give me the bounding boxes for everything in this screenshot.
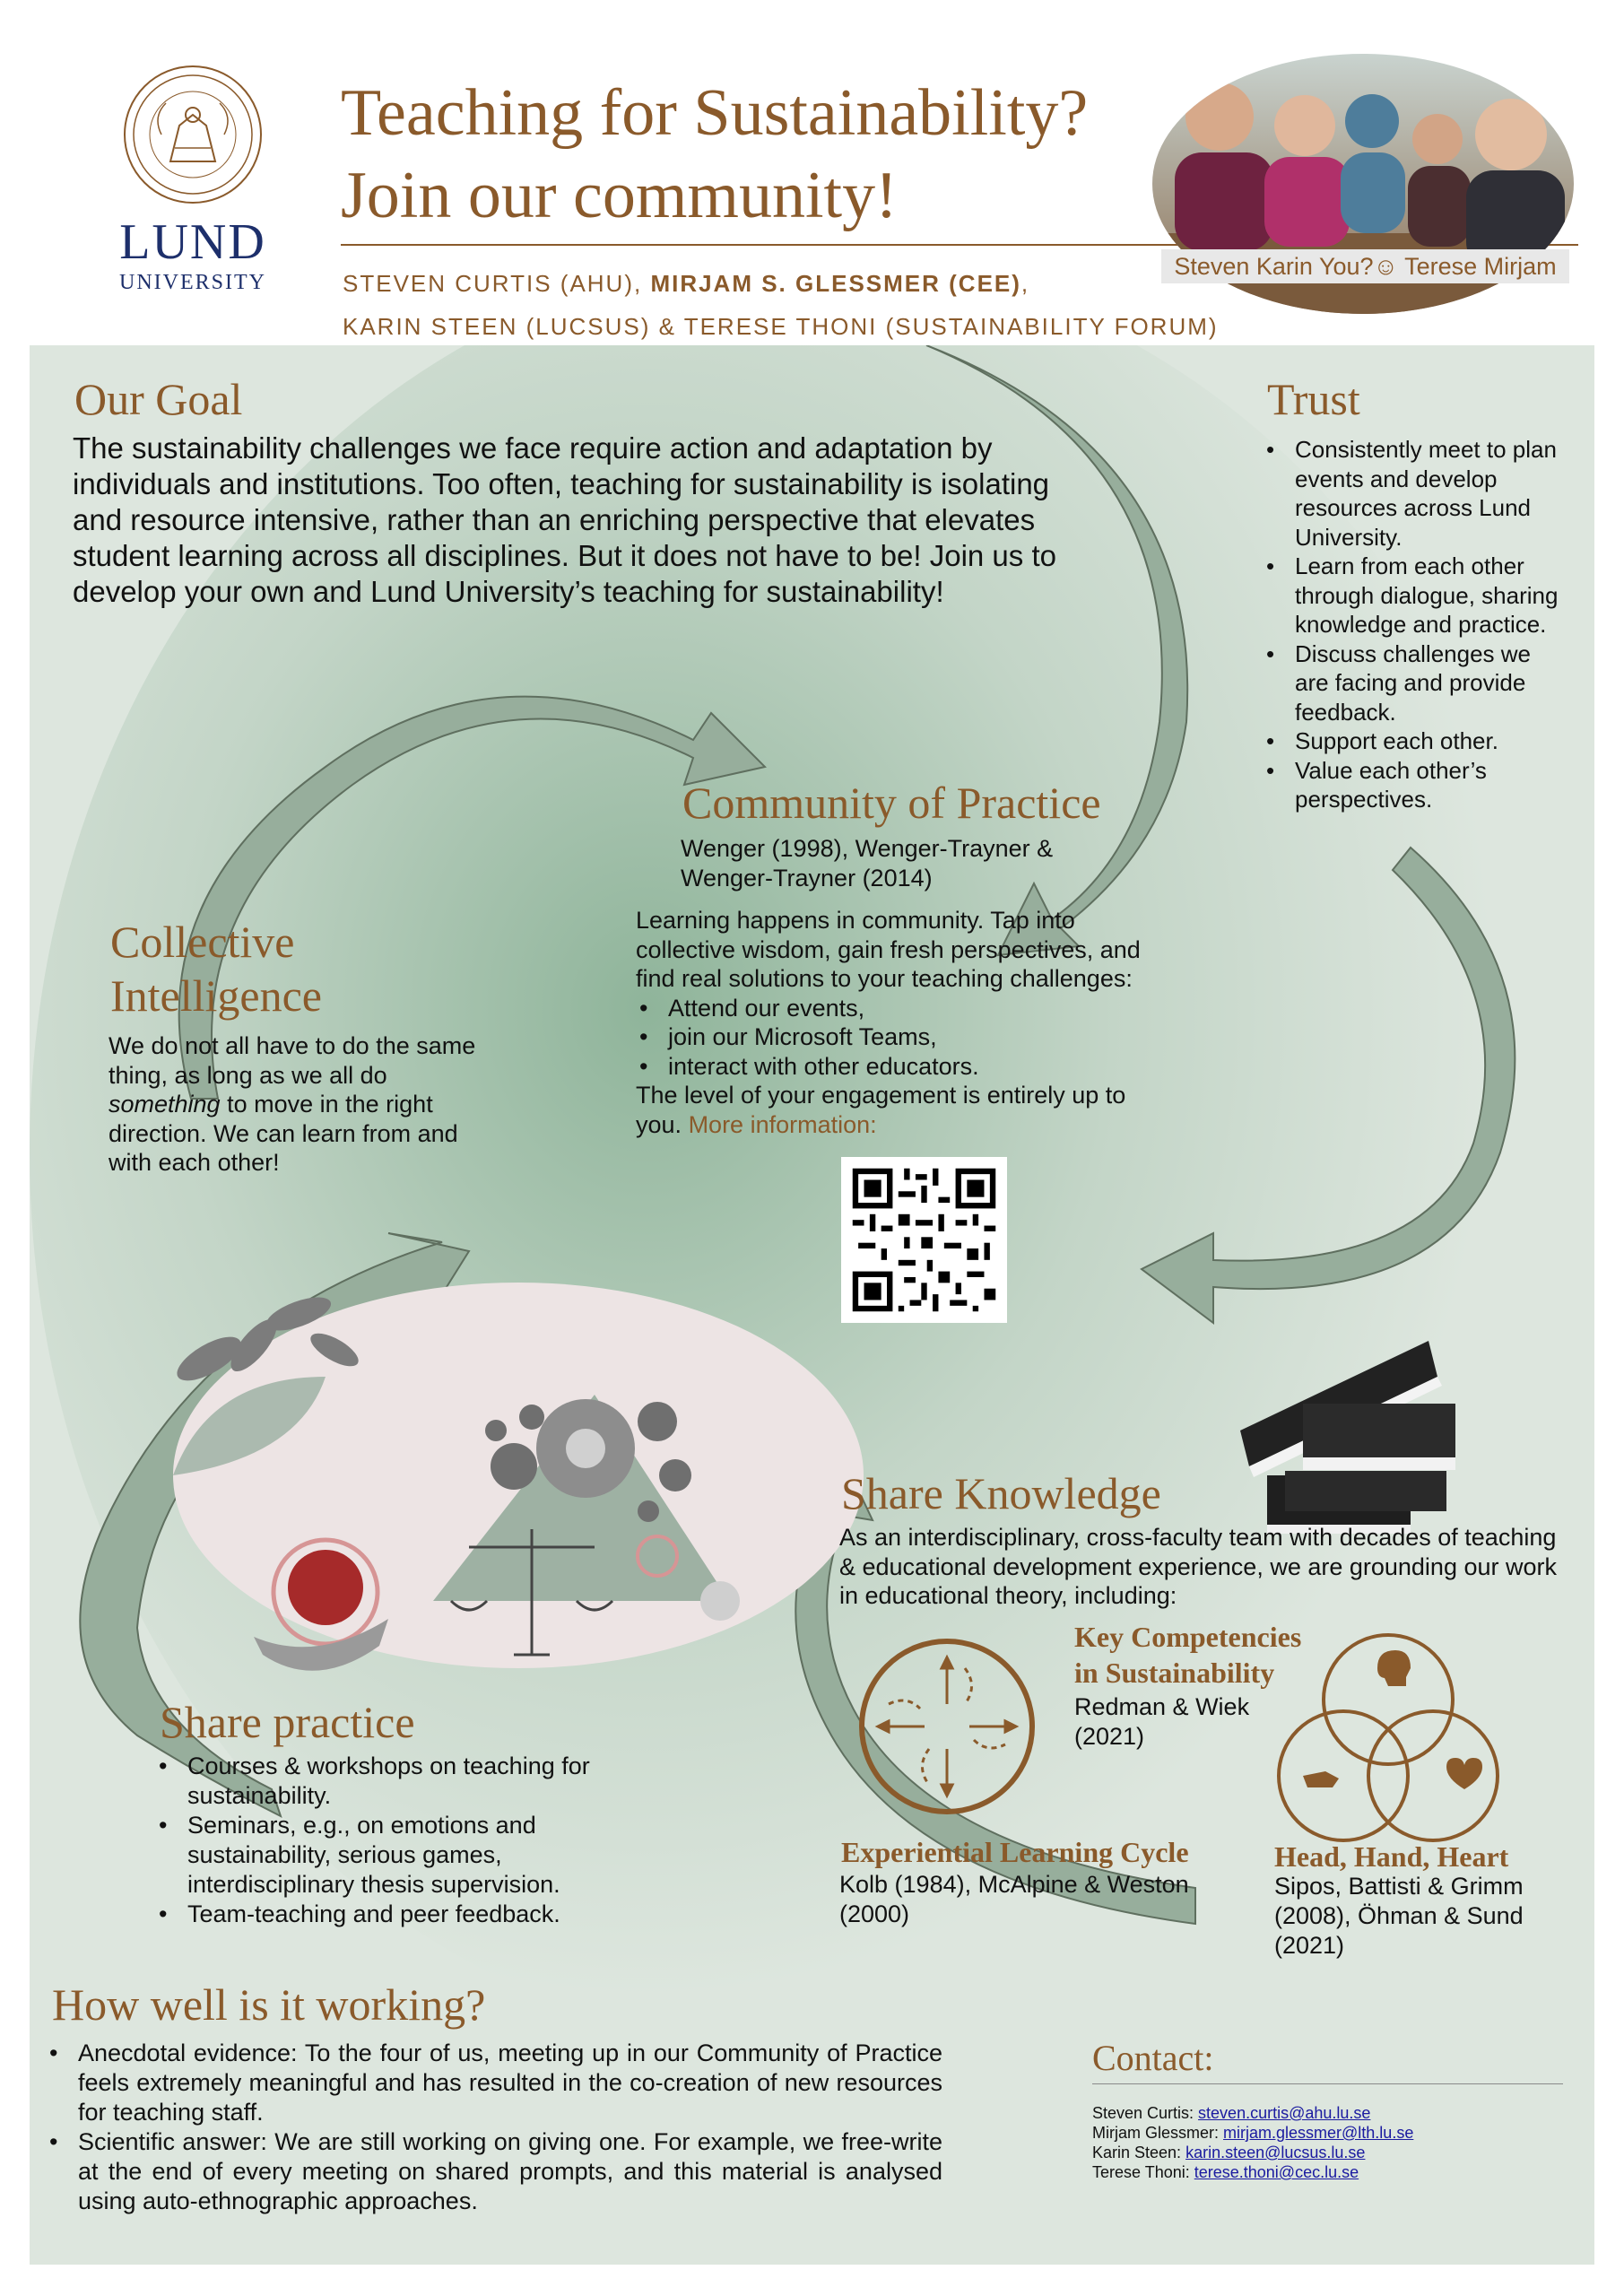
community-body: Learning happens in community. Tap into … bbox=[636, 906, 1174, 1139]
trust-item: Learn from each other through dialogue, … bbox=[1263, 552, 1568, 639]
community-item: join our Microsoft Teams, bbox=[636, 1022, 1174, 1052]
contact-row: Mirjam Glessmer: mirjam.glessmer@lth.lu.… bbox=[1092, 2123, 1576, 2143]
kcs-citation: Redman & Wiek (2021) bbox=[1074, 1693, 1250, 1750]
contact-name: Karin Steen: bbox=[1092, 2144, 1186, 2161]
trust-item: Value each other’s perspectives. bbox=[1263, 756, 1568, 814]
page-title: Teaching for Sustainability? Join our co… bbox=[341, 72, 1148, 237]
lund-university-logo: LUND UNIVERSITY bbox=[108, 63, 278, 305]
trust-heading: Trust bbox=[1267, 374, 1360, 424]
background-decoration bbox=[30, 345, 1572, 2049]
author-curtis: Steven Curtis (AHU), bbox=[343, 270, 651, 297]
qr-code[interactable] bbox=[841, 1157, 1007, 1323]
hhh-title: Head, Hand, Heart bbox=[1274, 1840, 1509, 1873]
community-list: Attend our events, join our Microsoft Te… bbox=[636, 994, 1174, 1082]
how-well-item: Anecdotal evidence: To the four of us, m… bbox=[46, 2039, 942, 2127]
share-practice-list: Courses & workshops on teaching for sust… bbox=[155, 1752, 657, 1929]
contact-name: Terese Thoni: bbox=[1092, 2163, 1194, 2181]
practice-item: Courses & workshops on teaching for sust… bbox=[155, 1752, 657, 1811]
share-practice-heading: Share practice bbox=[160, 1697, 415, 1747]
collective-text-emphasis: something bbox=[109, 1091, 221, 1118]
contact-name: Mirjam Glessmer: bbox=[1092, 2124, 1224, 2142]
community-item: interact with other educators. bbox=[636, 1052, 1174, 1082]
contact-email-link[interactable]: karin.steen@lucsus.lu.se bbox=[1185, 2144, 1366, 2161]
share-knowledge-heading: Share Knowledge bbox=[841, 1468, 1161, 1518]
community-item: Attend our events, bbox=[636, 994, 1174, 1023]
authors: Steven Curtis (AHU), Mirjam S. Glessmer … bbox=[343, 262, 1219, 348]
collective-text: We do not all have to do the same thing,… bbox=[109, 1031, 485, 1178]
head-hand-heart-icon bbox=[1277, 1633, 1499, 1842]
title-line-2: Join our community! bbox=[341, 159, 898, 232]
collective-heading-line-2: Intelligence bbox=[110, 970, 322, 1021]
university-name-line1: LUND bbox=[119, 214, 266, 270]
contact-row: Karin Steen: karin.steen@lucsus.lu.se bbox=[1092, 2143, 1576, 2162]
community-outro: The level of your engagement is entirely… bbox=[636, 1081, 1174, 1139]
trust-list: Consistently meet to plan events and dev… bbox=[1263, 435, 1568, 814]
collective-heading-line-1: Collective bbox=[110, 917, 295, 967]
scales-icon bbox=[449, 1529, 614, 1657]
how-well-list: Anecdotal evidence: To the four of us, m… bbox=[46, 2039, 942, 2216]
contact-row: Steven Curtis: steven.curtis@ahu.lu.se bbox=[1092, 2103, 1576, 2123]
university-seal-icon bbox=[124, 65, 262, 204]
contact-list: Steven Curtis: steven.curtis@ahu.lu.se M… bbox=[1092, 2103, 1576, 2182]
community-citation: Wenger (1998), Wenger-Trayner & Wenger-T… bbox=[681, 835, 1054, 891]
contact-divider bbox=[1092, 2083, 1563, 2084]
author-glessmer: Mirjam S. Glessmer (CEE) bbox=[650, 270, 1021, 297]
heart-icon bbox=[1446, 1758, 1482, 1789]
collage-image bbox=[173, 1283, 864, 1671]
kcs-title-line-1: Key Competencies bbox=[1074, 1621, 1302, 1653]
qr-code-icon bbox=[841, 1157, 1007, 1323]
elc-title: Experiential Learning Cycle bbox=[841, 1836, 1189, 1868]
authors-line-2: Karin Steen (LUCSUS) & Terese Thoni (Sus… bbox=[343, 313, 1219, 340]
community-heading: Community of Practice bbox=[682, 778, 1101, 828]
contact-row: Terese Thoni: terese.thoni@cec.lu.se bbox=[1092, 2162, 1576, 2182]
trust-item: Support each other. bbox=[1263, 726, 1568, 756]
books-icon bbox=[1240, 1341, 1455, 1534]
university-name-line2: UNIVERSITY bbox=[119, 271, 266, 294]
kcs-title: Key Competencies in Sustainability bbox=[1074, 1619, 1343, 1691]
trust-item: Discuss challenges we are facing and pro… bbox=[1263, 639, 1568, 727]
how-well-heading: How well is it working? bbox=[52, 1979, 486, 2030]
contact-email-link[interactable]: terese.thoni@cec.lu.se bbox=[1194, 2163, 1359, 2181]
how-well-item: Scientific answer: We are still working … bbox=[46, 2127, 942, 2216]
collective-heading: Collective Intelligence bbox=[110, 915, 322, 1022]
practice-item: Seminars, e.g., on emotions and sustaina… bbox=[155, 1811, 657, 1900]
engagement-text: The level of your engagement is entirely… bbox=[636, 1082, 1126, 1138]
hand-icon bbox=[1303, 1771, 1339, 1787]
collective-text-part-1: We do not all have to do the same thing,… bbox=[109, 1032, 476, 1089]
collective-text-part-2: to move in the right direction. We can l… bbox=[109, 1091, 458, 1176]
more-information-link[interactable]: More information: bbox=[688, 1110, 877, 1138]
share-knowledge-text: As an interdisciplinary, cross-faculty t… bbox=[839, 1524, 1557, 1609]
leaves-icon bbox=[177, 1297, 359, 1381]
contact-email-link[interactable]: steven.curtis@ahu.lu.se bbox=[1198, 2104, 1371, 2122]
authors-line-1: Steven Curtis (AHU), Mirjam S. Glessmer … bbox=[343, 262, 1219, 305]
goal-text: The sustainability challenges we face re… bbox=[73, 431, 1056, 608]
title-divider bbox=[341, 244, 1578, 246]
gears-icon bbox=[485, 1399, 691, 1522]
main-panel: Our Goal The sustainability challenges w… bbox=[30, 345, 1594, 2265]
hhh-citation: Sipos, Battisti & Grimm (2008), Öhman & … bbox=[1274, 1873, 1524, 1959]
goal-heading: Our Goal bbox=[74, 374, 243, 424]
contact-heading: Contact: bbox=[1092, 2038, 1214, 2078]
contact-name: Steven Curtis: bbox=[1092, 2104, 1199, 2122]
practice-item: Team-teaching and peer feedback. bbox=[155, 1900, 657, 1929]
title-line-1: Teaching for Sustainability? bbox=[341, 76, 1089, 150]
head-icon bbox=[1377, 1650, 1411, 1686]
author-separator: , bbox=[1020, 270, 1030, 297]
experiential-learning-cycle-icon bbox=[859, 1639, 1035, 1814]
kcs-title-line-2: in Sustainability bbox=[1074, 1657, 1275, 1689]
photo-caption: Steven Karin You?☺ Terese Mirjam bbox=[1161, 249, 1569, 283]
community-intro: Learning happens in community. Tap into … bbox=[636, 907, 1141, 992]
trust-item: Consistently meet to plan events and dev… bbox=[1263, 435, 1568, 552]
contact-email-link[interactable]: mirjam.glessmer@lth.lu.se bbox=[1223, 2124, 1414, 2142]
elc-citation: Kolb (1984), McAlpine & Weston (2000) bbox=[839, 1871, 1189, 1927]
